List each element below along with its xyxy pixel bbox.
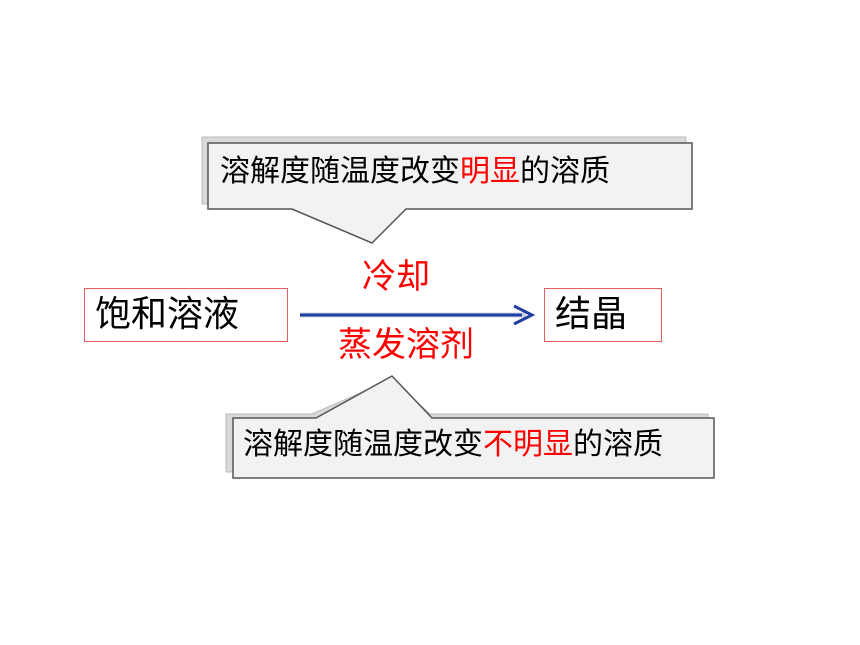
callout-top-pre: 溶解度随温度改变: [220, 154, 460, 189]
callout-top-post: 的溶质: [520, 154, 610, 189]
target-box: 结晶: [544, 288, 662, 342]
source-box-label: 饱和溶液: [95, 294, 240, 335]
target-box-label: 结晶: [555, 294, 628, 335]
callout-bottom-text: 溶解度随温度改变不明显的溶质: [243, 430, 663, 460]
arrow-label-top: 冷却: [362, 257, 430, 297]
source-box: 饱和溶液: [84, 288, 288, 342]
callout-bottom-post: 的溶质: [573, 427, 663, 462]
arrow-head-icon: [513, 304, 536, 326]
arrow-label-bottom: 蒸发溶剂: [338, 325, 474, 365]
callout-top-highlight: 明显: [460, 154, 520, 189]
callout-bottom-highlight: 不明显: [483, 427, 573, 462]
callout-top-text: 溶解度随温度改变明显的溶质: [220, 157, 610, 187]
callout-bottom-pre: 溶解度随温度改变: [243, 427, 483, 462]
